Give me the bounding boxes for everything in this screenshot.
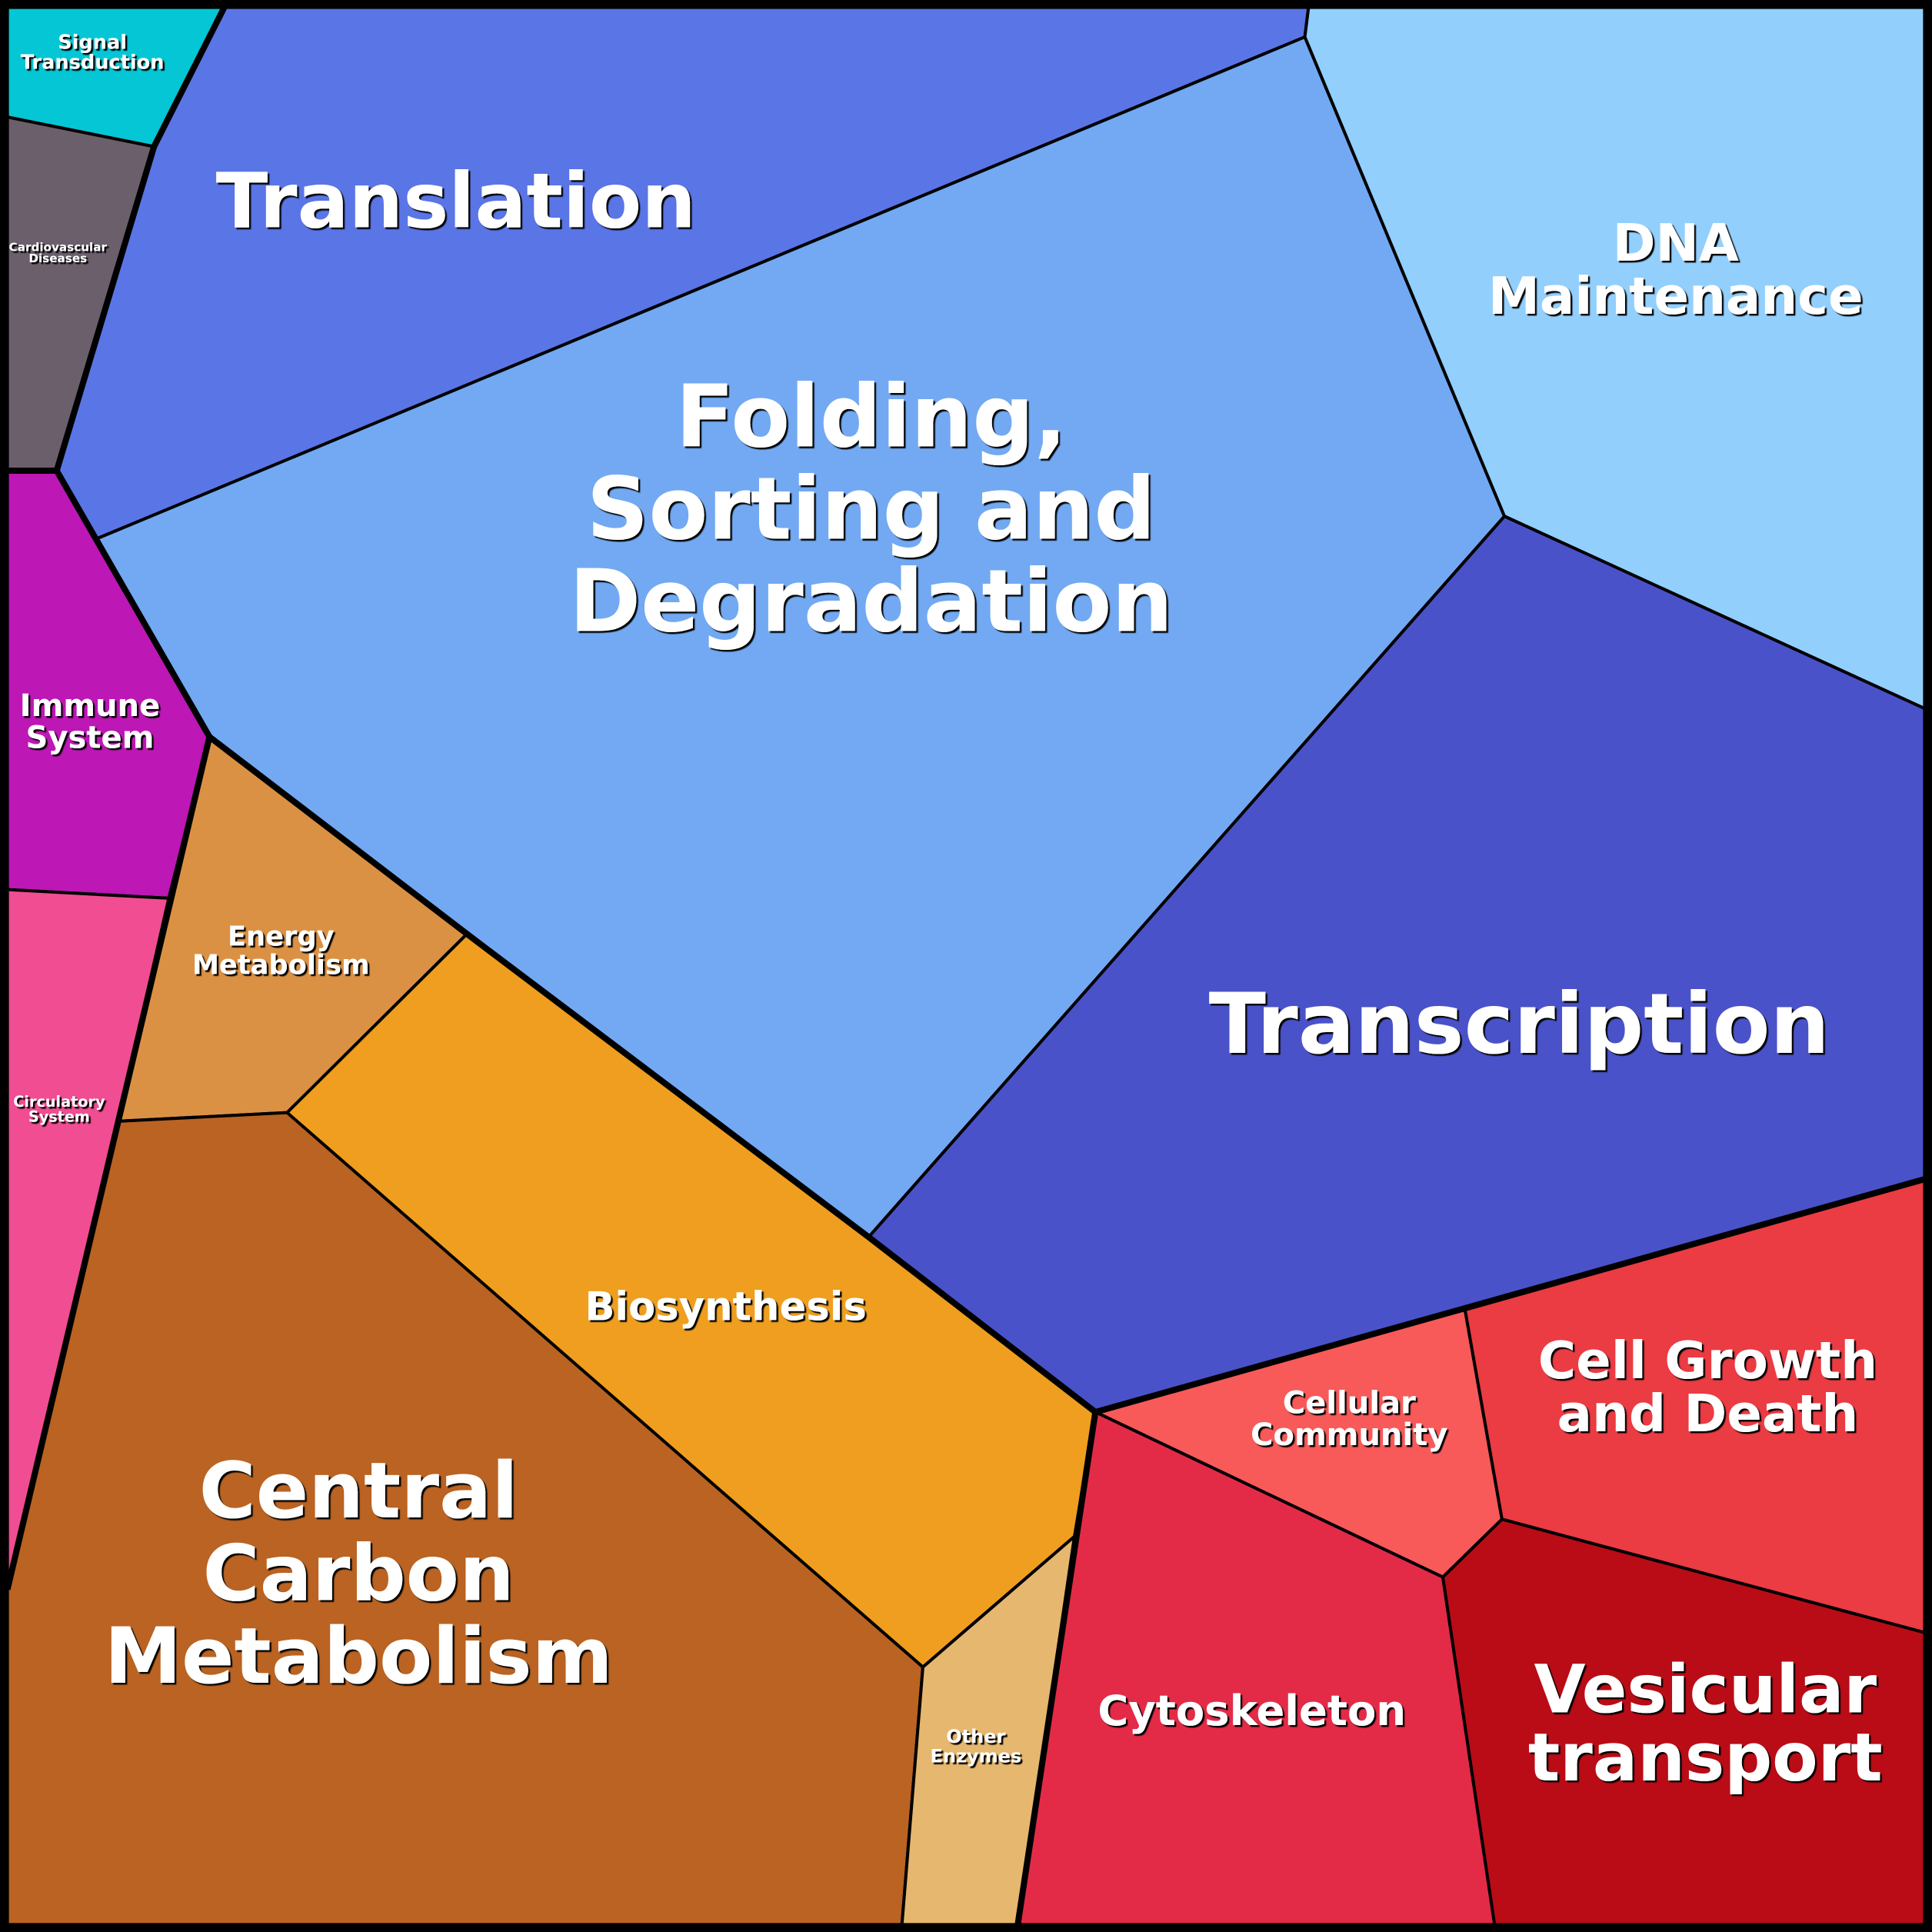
label-line: Immune bbox=[20, 688, 161, 724]
label-line: Transduction bbox=[21, 51, 165, 74]
label-line: Signal bbox=[58, 32, 127, 55]
label-line: Cell Growth bbox=[1538, 1331, 1877, 1391]
label-transcription: Transcription bbox=[1209, 975, 1830, 1073]
label-line: Energy bbox=[228, 921, 335, 952]
label-line: Cardiovascular bbox=[9, 241, 108, 255]
label-line: Diseases bbox=[28, 251, 87, 265]
label-line: Biosynthesis bbox=[585, 1284, 867, 1331]
label-translation: Translation bbox=[216, 157, 696, 245]
label-biosynthesis: Biosynthesis bbox=[585, 1284, 867, 1331]
label-line: Sorting and bbox=[587, 459, 1156, 559]
label-line: and Death bbox=[1557, 1384, 1859, 1444]
label-line: Carbon bbox=[203, 1528, 515, 1619]
group-boundary bbox=[1014, 1411, 1099, 1925]
label-line: Degradation bbox=[569, 552, 1173, 652]
label-line: DNA bbox=[1613, 213, 1739, 273]
label-line: System bbox=[28, 1108, 90, 1125]
label-line: Circulatory bbox=[13, 1093, 105, 1111]
label-line: Vesicular bbox=[1534, 1652, 1877, 1729]
label-line: Maintenance bbox=[1488, 266, 1864, 326]
label-line: Folding, bbox=[675, 367, 1067, 467]
label-line: Transcription bbox=[1209, 975, 1830, 1073]
label-line: Cytoskeleton bbox=[1098, 1686, 1406, 1735]
label-line: Other bbox=[946, 1726, 1005, 1747]
group-boundary bbox=[53, 5, 228, 472]
label-line: System bbox=[26, 720, 155, 755]
label-line: Community bbox=[1251, 1417, 1447, 1453]
label-line: transport bbox=[1528, 1720, 1883, 1797]
label-line: Central bbox=[199, 1445, 518, 1536]
group-boundary bbox=[4, 736, 213, 1591]
label-line: Translation bbox=[216, 157, 696, 245]
label-line: Cellular bbox=[1283, 1386, 1416, 1421]
label-line: Metabolism bbox=[105, 1611, 613, 1701]
label-line: Enzymes bbox=[930, 1746, 1021, 1767]
label-cytoskeleton: Cytoskeleton bbox=[1098, 1686, 1406, 1735]
label-line: Metabolism bbox=[192, 949, 370, 981]
